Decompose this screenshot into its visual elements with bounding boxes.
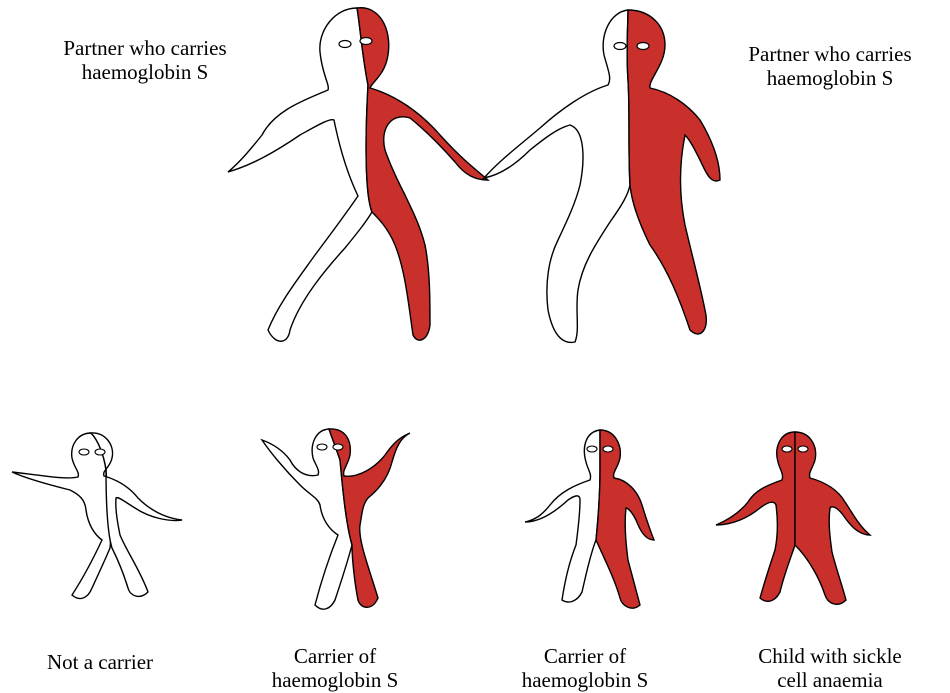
child-1-eye-right	[95, 449, 105, 455]
child-2-label: Carrier of haemoglobin S	[245, 644, 425, 692]
parent-left-red-half	[357, 8, 488, 340]
child-3-red-half	[596, 430, 654, 608]
parent-left-eye-right	[360, 38, 372, 45]
child-2-eye-left	[317, 444, 327, 450]
child-1-white-left	[12, 433, 111, 599]
child-3-eye-left	[587, 446, 597, 452]
child-3-label: Carrier of haemoglobin S	[495, 644, 675, 692]
parent-figure-right	[484, 10, 720, 342]
parent-right-eye-right	[637, 43, 649, 50]
child-figure-affected	[716, 432, 870, 604]
child-4-red-left	[716, 432, 795, 601]
child-1-eye-left	[79, 449, 89, 455]
child-4-eye-right	[798, 446, 808, 452]
child-3-white-half	[525, 430, 600, 602]
parent-left-label: Partner who carries haemoglobin S	[20, 36, 270, 84]
parent-right-label: Partner who carries haemoglobin S	[705, 42, 950, 90]
child-4-label: Child with sickle cell anaemia	[730, 644, 930, 692]
parent-left-eye-left	[339, 41, 351, 48]
child-4-red-right	[795, 432, 870, 604]
parent-right-white-half	[484, 10, 630, 342]
child-figure-carrier-1	[262, 429, 410, 609]
child-figure-carrier-2	[525, 430, 654, 608]
parent-right-eye-left	[614, 43, 626, 50]
child-2-eye-right	[333, 444, 343, 450]
child-4-eye-left	[782, 446, 792, 452]
child-1-label: Not a carrier	[15, 650, 185, 674]
child-figure-not-carrier	[12, 433, 182, 599]
child-3-eye-right	[603, 446, 613, 452]
